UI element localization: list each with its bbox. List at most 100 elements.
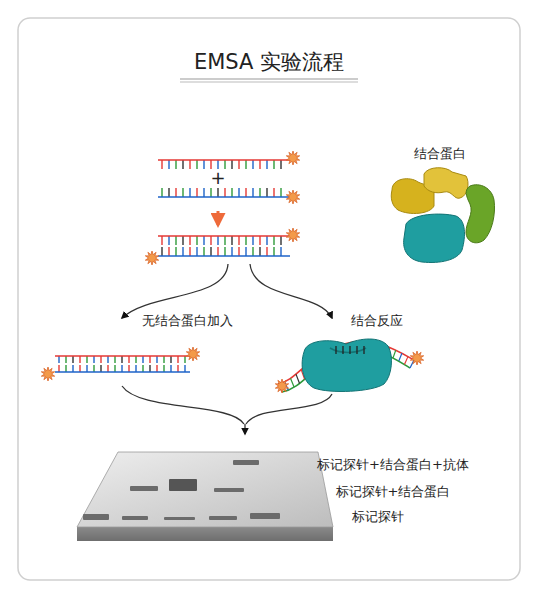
base-tick <box>273 188 274 197</box>
base-tick <box>203 236 204 245</box>
base-tick <box>65 365 66 372</box>
base-tick <box>238 247 239 256</box>
base-tick <box>135 365 136 372</box>
base-tick <box>196 247 197 256</box>
base-tick <box>86 356 87 363</box>
base-tick <box>245 160 246 169</box>
gel-band <box>122 516 148 520</box>
base-tick <box>349 346 350 354</box>
base-tick <box>149 365 150 372</box>
gel-band <box>169 479 197 491</box>
base-tick <box>65 356 66 363</box>
base-tick <box>168 236 169 245</box>
base-tick <box>266 188 267 197</box>
base-tick <box>189 247 190 256</box>
dna-backbone <box>158 196 290 198</box>
base-tick <box>135 356 136 363</box>
text-label: 无结合蛋白加入 <box>142 314 233 328</box>
base-tick <box>107 365 108 372</box>
gel-band <box>214 488 244 492</box>
base-tick <box>210 188 211 197</box>
base-tick <box>335 346 336 354</box>
base-tick <box>170 356 171 363</box>
text-label: 标记探针 <box>352 510 404 524</box>
base-tick <box>210 236 211 245</box>
base-tick <box>182 188 183 197</box>
base-tick <box>273 160 274 169</box>
base-tick <box>175 247 176 256</box>
base-tick <box>128 356 129 363</box>
dna-group <box>41 151 299 381</box>
gel-side <box>77 527 333 541</box>
flow-arrow <box>244 424 245 434</box>
base-tick <box>72 365 73 372</box>
base-tick <box>182 236 183 245</box>
dna-backbone <box>55 355 190 357</box>
base-tick <box>217 247 218 256</box>
base-tick <box>245 236 246 245</box>
base-tick <box>259 160 260 169</box>
base-tick <box>156 365 157 372</box>
base-tick <box>121 365 122 372</box>
base-tick <box>252 247 253 256</box>
base-tick <box>177 365 178 372</box>
base-tick <box>231 188 232 197</box>
diagram-title: EMSA 实验流程 <box>194 48 344 76</box>
protein-shape <box>404 214 465 262</box>
base-tick <box>175 160 176 169</box>
base-tick <box>252 236 253 245</box>
base-tick <box>168 160 169 169</box>
base-tick <box>231 160 232 169</box>
base-tick <box>259 247 260 256</box>
base-tick <box>189 160 190 169</box>
base-tick <box>196 236 197 245</box>
base-tick <box>224 188 225 197</box>
base-tick <box>168 247 169 256</box>
base-tick <box>399 353 402 361</box>
dna-backbone <box>158 235 290 237</box>
base-tick <box>259 188 260 197</box>
base-tick <box>224 236 225 245</box>
base-tick <box>93 365 94 372</box>
gel-bands <box>83 460 280 520</box>
base-tick <box>273 236 274 245</box>
base-tick <box>58 356 59 363</box>
flow-curve <box>122 264 228 318</box>
base-tick <box>142 365 143 372</box>
flow-curve <box>246 394 332 424</box>
base-tick <box>238 188 239 197</box>
base-tick <box>79 356 80 363</box>
text-label: 标记探针+结合蛋白 <box>336 485 451 499</box>
base-tick <box>280 247 281 256</box>
base-tick <box>231 236 232 245</box>
dna-backbone <box>158 255 290 257</box>
base-tick <box>184 356 185 363</box>
base-tick <box>182 160 183 169</box>
label-star <box>275 379 288 393</box>
base-tick <box>72 356 73 363</box>
title-underline <box>180 82 358 83</box>
base-tick <box>259 236 260 245</box>
base-tick <box>175 188 176 197</box>
text-label: + <box>210 168 225 188</box>
base-tick <box>107 356 108 363</box>
gel-band <box>164 517 195 520</box>
title-underline <box>180 79 358 80</box>
protein-shape <box>302 339 391 391</box>
base-tick <box>161 188 162 197</box>
text-label: 结合蛋白 <box>414 147 466 161</box>
base-tick <box>363 346 364 354</box>
label-star <box>145 251 158 265</box>
base-tick <box>342 346 343 354</box>
base-tick <box>177 356 178 363</box>
dna-backbone <box>158 159 290 161</box>
base-tick <box>182 247 183 256</box>
base-tick <box>266 160 267 169</box>
label-star <box>286 228 299 242</box>
base-tick <box>128 365 129 372</box>
base-tick <box>121 356 122 363</box>
base-tick <box>196 188 197 197</box>
label-star <box>286 151 299 165</box>
